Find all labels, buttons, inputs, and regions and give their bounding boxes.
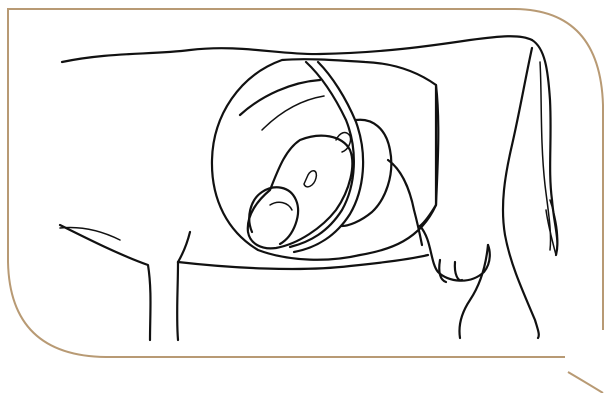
uterus-cutaway [212,59,490,282]
frame-bottom-left-curve [8,18,565,357]
udder-teat-1 [439,260,446,282]
cow-elbow [178,232,190,262]
cow-front-leg-back [177,262,178,340]
fetus-leg-2 [270,202,292,210]
placental-membrane [240,80,320,115]
frame-bottom-right-flourish [568,372,603,393]
udder-teat-2 [455,262,462,280]
cow-front-leg [60,225,151,340]
uterine-tube-outer [290,62,354,247]
cow-rear-leg-front [459,245,488,338]
fetus-limb [304,171,316,187]
fetus-head [249,187,298,244]
cow-back-line [62,36,532,62]
decorative-frame [8,9,603,393]
cow-hindquarter-line [503,48,539,338]
membrane-inner [262,96,324,130]
cow-tail [532,40,557,255]
cow-belly-line [178,255,428,269]
